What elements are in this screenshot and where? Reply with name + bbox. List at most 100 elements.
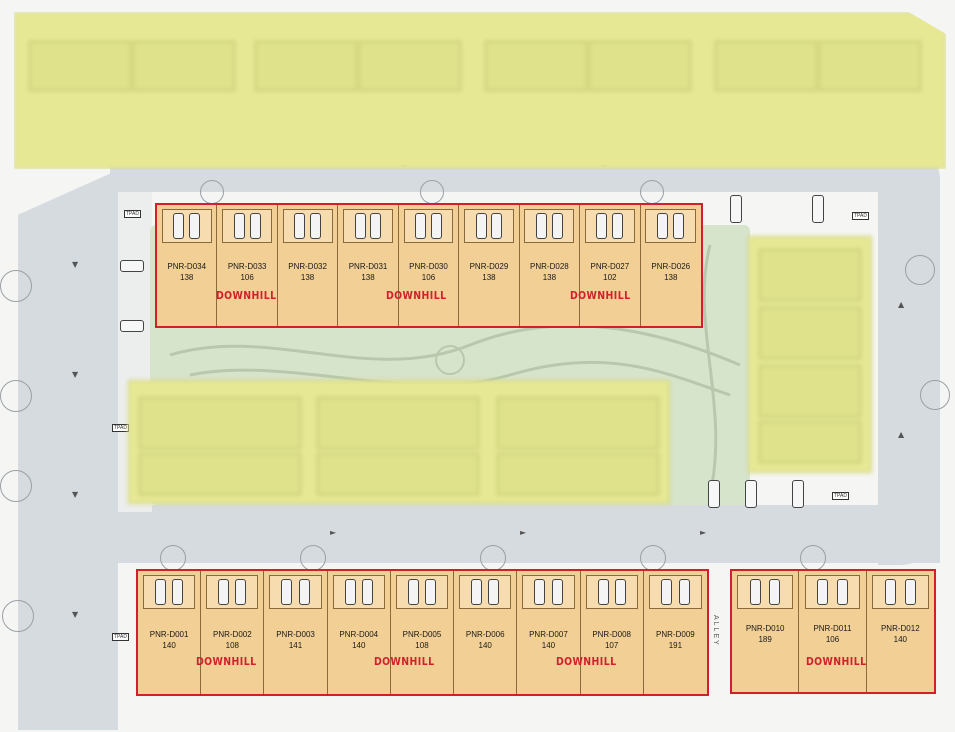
lot-unit[interactable]: PNR-D033 106 xyxy=(217,205,278,326)
tree xyxy=(480,545,506,571)
car-icon xyxy=(233,213,245,239)
car-icon xyxy=(488,579,500,605)
car-icon xyxy=(551,579,563,605)
tree xyxy=(640,180,664,204)
downhill-label: DOWNHILL xyxy=(386,289,447,302)
lot-area: 138 xyxy=(482,273,496,282)
downhill-label: DOWNHILL xyxy=(806,655,867,668)
lot-id: PNR-D001 xyxy=(149,630,189,639)
lot-id: PNR-D030 xyxy=(409,262,448,271)
tree xyxy=(0,270,32,302)
car-icon xyxy=(471,579,483,605)
green-paths xyxy=(169,244,741,496)
direction-arrow: ► xyxy=(330,528,337,537)
lot-id: PNR-D011 xyxy=(813,624,852,633)
parked-car xyxy=(792,480,804,508)
garage xyxy=(522,575,575,609)
blurred-block-middle xyxy=(128,380,670,504)
lot-area: 140 xyxy=(541,641,556,650)
car-icon xyxy=(817,579,829,605)
lot-area: 140 xyxy=(478,641,492,650)
lot-id: PNR-D033 xyxy=(227,262,267,271)
downhill-label: DOWNHILL xyxy=(570,289,631,302)
car-icon xyxy=(475,213,487,239)
tpad-label: TPAD xyxy=(852,212,869,220)
car-icon xyxy=(769,579,781,605)
lot-id: PNR-D009 xyxy=(656,630,695,639)
lot-unit[interactable]: PNR-D032 138 xyxy=(278,205,339,326)
lot-area: 138 xyxy=(361,273,375,282)
car-icon xyxy=(310,213,322,239)
lot-id: PNR-D007 xyxy=(529,630,568,639)
tree xyxy=(0,380,32,412)
lot-id: PNR-D026 xyxy=(651,262,691,271)
direction-arrow: ▼ xyxy=(72,260,79,269)
garage xyxy=(403,209,454,243)
car-icon xyxy=(281,579,293,605)
lot-area: 102 xyxy=(603,273,617,282)
garage xyxy=(737,575,794,609)
alley-label: ALLEY xyxy=(712,615,719,647)
car-icon xyxy=(673,213,685,239)
lot-area: 106 xyxy=(240,273,254,282)
lot-id: PNR-D029 xyxy=(469,262,509,271)
car-icon xyxy=(551,213,563,239)
lot-id: PNR-D032 xyxy=(288,262,327,271)
direction-arrow: ▼ xyxy=(72,370,79,379)
tree xyxy=(0,470,32,502)
lot-area: 189 xyxy=(758,635,772,644)
car-icon xyxy=(425,579,437,605)
car-icon xyxy=(361,579,373,605)
direction-arrow: ▼ xyxy=(72,490,79,499)
blurred-block-top xyxy=(14,12,946,169)
garage xyxy=(524,209,575,243)
car-icon xyxy=(189,213,201,239)
parked-car xyxy=(730,195,742,223)
car-icon xyxy=(491,213,503,239)
garage xyxy=(142,575,196,609)
car-icon xyxy=(249,213,261,239)
lot-area: 138 xyxy=(300,273,315,282)
east-road xyxy=(878,175,940,565)
tpad-label: TPAD xyxy=(832,492,849,500)
direction-arrow: ▼ xyxy=(72,610,79,619)
car-icon xyxy=(614,579,626,605)
direction-arrow: ► xyxy=(700,528,707,537)
garage xyxy=(459,575,512,609)
garage xyxy=(645,209,697,243)
car-icon xyxy=(407,579,419,605)
car-icon xyxy=(415,213,427,239)
garage xyxy=(584,209,635,243)
car-icon xyxy=(218,579,230,605)
car-icon xyxy=(235,579,247,605)
tree xyxy=(905,255,935,285)
garage xyxy=(585,575,638,609)
parked-car xyxy=(708,480,720,508)
car-icon xyxy=(430,213,442,239)
car-icon xyxy=(657,213,669,239)
lot-id: PNR-D004 xyxy=(339,630,379,639)
garage xyxy=(648,575,702,609)
lot-unit[interactable]: PNR-D029 138 xyxy=(459,205,520,326)
lot-area: 108 xyxy=(415,641,429,650)
lot-unit[interactable]: PNR-D007 140 xyxy=(517,571,581,694)
